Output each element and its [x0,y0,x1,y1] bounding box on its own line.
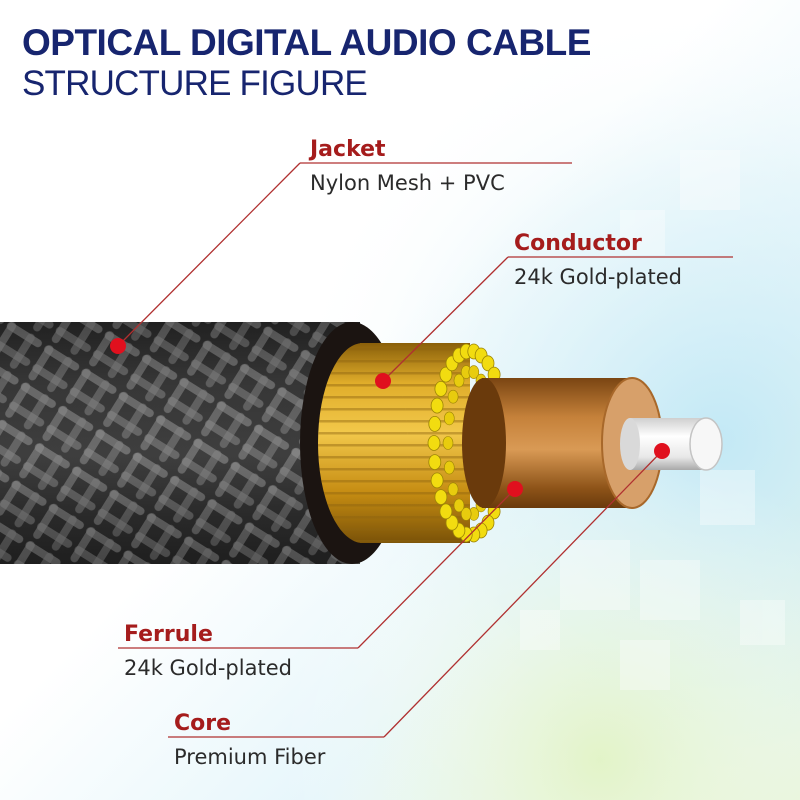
strand-end [442,436,454,450]
conductor-label: Conductor [514,231,642,256]
strand-end [443,411,455,426]
strand-end [427,435,441,451]
ferrule-description: 24k Gold-plated [124,656,292,680]
conductor-description: 24k Gold-plated [514,265,682,289]
strand-end [430,472,444,489]
conductor-marker [375,373,391,389]
callout-markers [110,338,670,497]
core-description: Premium Fiber [174,745,326,769]
ferrule-pointer-line [357,488,516,649]
fiber-core [620,417,723,471]
core-label: Core [174,711,232,736]
strand-end [428,415,442,432]
jacket-pointer-line [117,162,301,347]
jacket-braid [0,322,360,564]
strand-end [439,366,453,383]
strand-end [434,489,448,506]
callout-lines [117,162,733,738]
core-marker [654,443,670,459]
ferrule-marker [507,481,523,497]
background-tiles [520,150,785,690]
strand-end [460,507,472,521]
core-pointer-line [383,450,663,738]
conductor-pointer-line [382,256,509,382]
strand-end [481,355,495,372]
strand-end [447,482,459,497]
strand-end [468,365,480,379]
strand-end [453,373,465,388]
ferrule-tube [462,377,663,509]
jacket-label: Jacket [310,137,386,162]
strand-end [447,389,459,404]
page-subtitle: STRUCTURE FIGURE [22,64,368,103]
ferrule-label: Ferrule [124,622,213,647]
strand-end [430,397,444,414]
page-title: OPTICAL DIGITAL AUDIO CABLE [22,22,591,63]
strand-end [443,460,455,475]
strand-end [439,503,453,520]
jacket-description: Nylon Mesh + PVC [310,171,505,195]
jacket-marker [110,338,126,354]
strand-end [428,454,442,471]
strand-end [434,380,448,397]
strand-end [445,514,459,531]
strand-end [453,498,465,513]
